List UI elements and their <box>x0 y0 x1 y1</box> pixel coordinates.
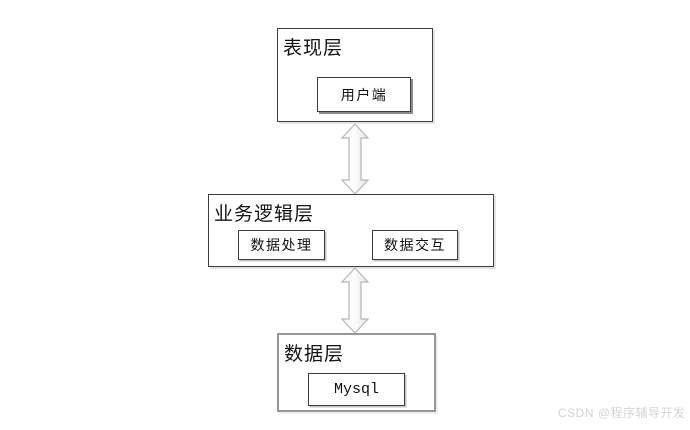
double-arrow-top-connector <box>340 123 370 195</box>
node-data-interaction: 数据交互 <box>372 230 458 260</box>
node-mysql: Mysql <box>308 373 405 406</box>
layer-title-presentation: 表现层 <box>283 38 344 59</box>
double-arrow-icon <box>340 267 370 334</box>
node-data-processing-label: 数据处理 <box>250 239 313 254</box>
layer-title-data: 数据层 <box>284 344 345 365</box>
layer-title-business-logic: 业务逻辑层 <box>214 204 315 225</box>
csdn-watermark: CSDN @程序辅导开发 <box>558 406 686 420</box>
node-data-processing: 数据处理 <box>238 230 325 260</box>
node-client-label: 用户端 <box>340 88 388 104</box>
double-arrow-bottom-connector <box>340 267 370 334</box>
node-data-interaction-label: 数据交互 <box>384 239 446 254</box>
node-client: 用户端 <box>317 77 411 112</box>
double-arrow-icon <box>340 123 370 195</box>
node-mysql-label: Mysql <box>333 381 379 398</box>
